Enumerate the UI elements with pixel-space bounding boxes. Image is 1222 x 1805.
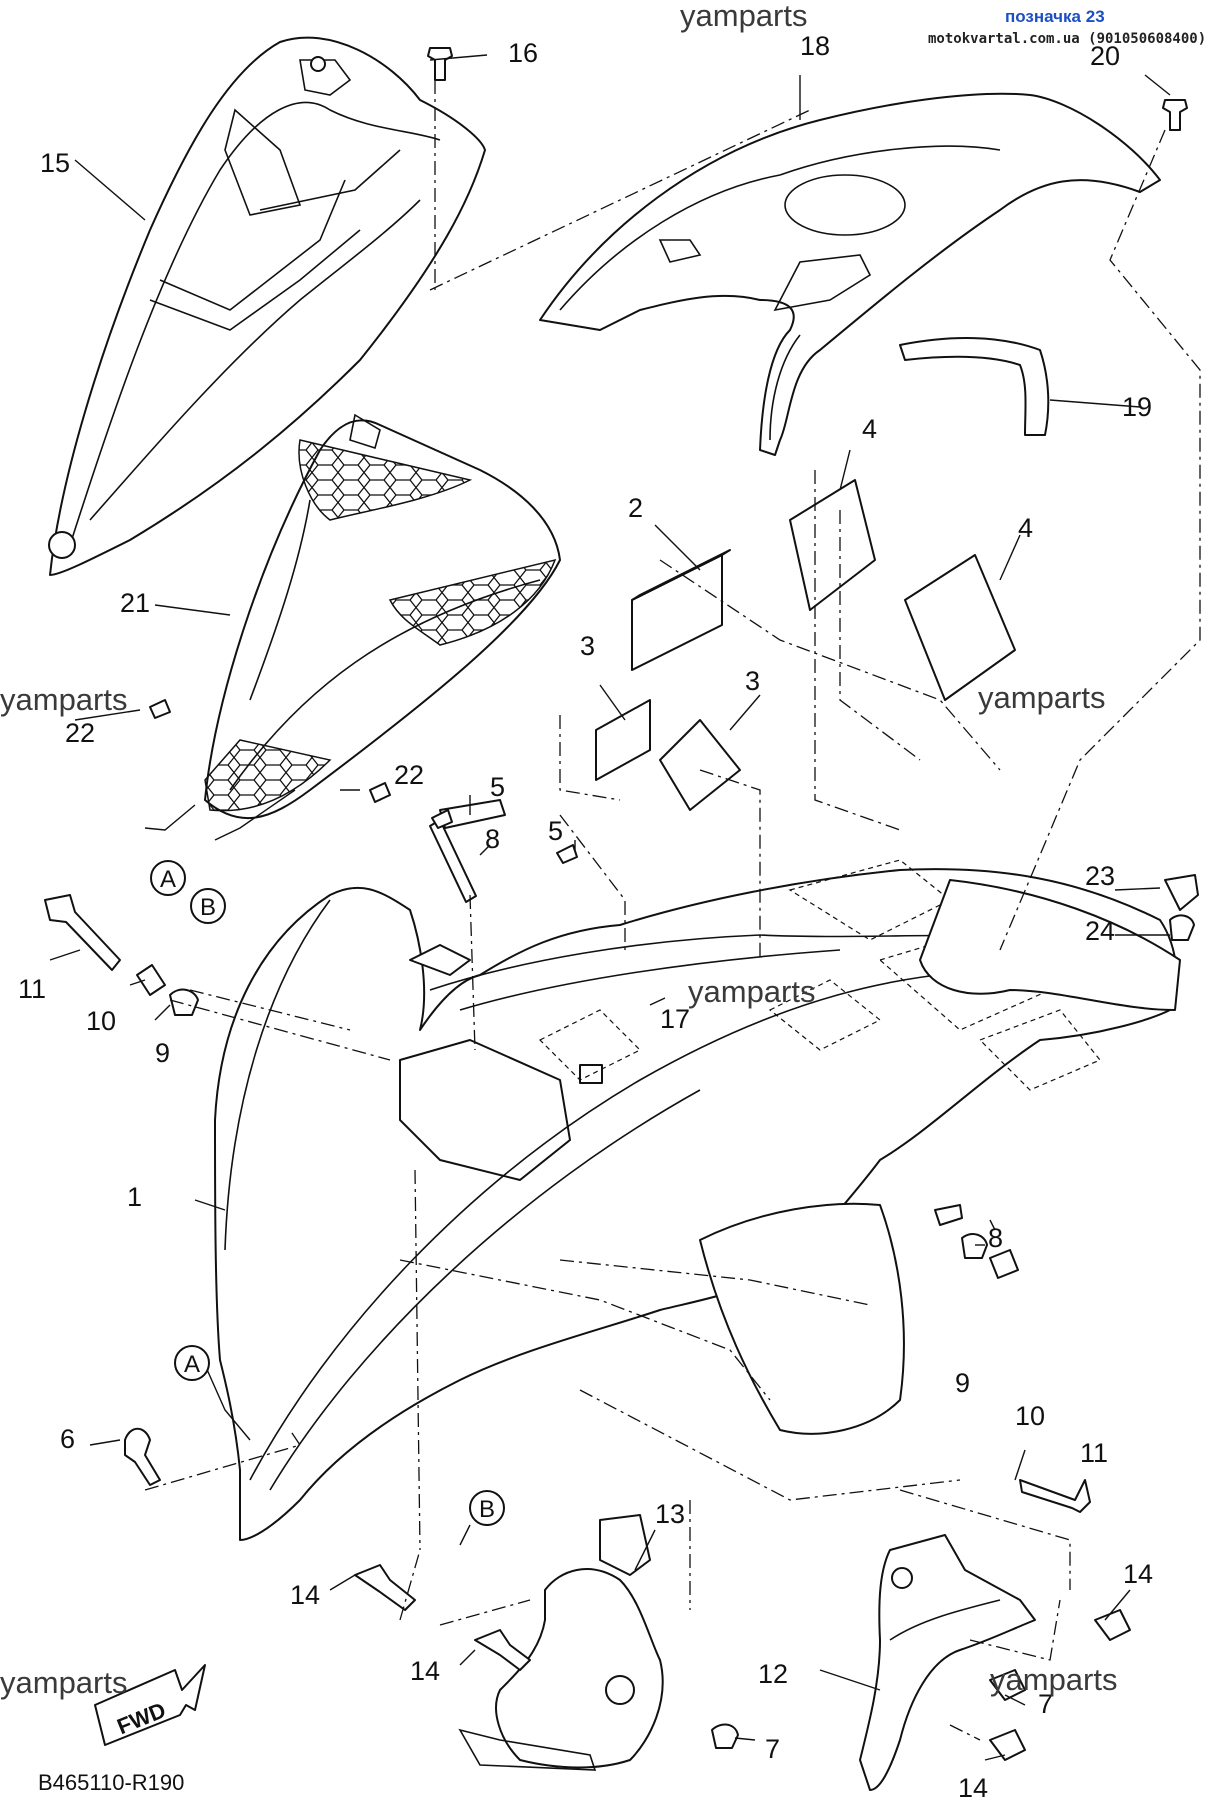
callout-1: 1 (127, 1182, 142, 1212)
side-cover-part (919, 879, 1181, 1011)
watermark-right: yamparts (978, 680, 1105, 715)
watermark-top: yamparts (680, 0, 807, 33)
ref-mark-b-top: B (190, 888, 226, 924)
strip-part (899, 337, 1050, 436)
bracket-left-part (458, 1514, 664, 1771)
callout-12: 12 (758, 1659, 788, 1689)
watermark-left: yamparts (0, 682, 127, 717)
callout-4-left: 4 (862, 414, 877, 444)
callout-5-left: 5 (490, 772, 505, 802)
callout-2: 2 (628, 493, 643, 523)
svg-text:B: B (479, 1496, 495, 1523)
callout-14-right-bottom: 14 (958, 1773, 988, 1800)
callout-14-left-top: 14 (290, 1580, 320, 1610)
svg-text:A: A (184, 1351, 200, 1378)
bracket-right-part (859, 1534, 1036, 1791)
ref-mark-a-bottom: A (174, 1345, 210, 1381)
callout-5-right: 5 (548, 816, 563, 846)
callout-17: 17 (660, 1004, 690, 1034)
callout-10-right: 10 (1015, 1401, 1045, 1431)
callout-22-right: 22 (394, 760, 424, 790)
callout-9-left: 9 (155, 1038, 170, 1068)
callout-11-right: 11 (1080, 1438, 1108, 1468)
callout-20: 20 (1090, 41, 1120, 71)
seat-cover-part (539, 92, 1161, 456)
callout-10-left: 10 (86, 1006, 116, 1036)
fasteners (44, 47, 1199, 1761)
callout-16: 16 (508, 38, 538, 68)
callout-15: 15 (40, 148, 70, 178)
diagram-code: B465110-R190 (38, 1770, 184, 1795)
callout-8-top: 8 (485, 824, 500, 854)
callout-7-right: 7 (1038, 1689, 1053, 1719)
callout-19: 19 (1122, 392, 1152, 422)
callout-13: 13 (655, 1499, 685, 1529)
callout-23: 23 (1085, 861, 1115, 891)
pads-parts (595, 479, 1016, 811)
tag-label: позначка 23 (1005, 7, 1105, 26)
callout-7-left: 7 (765, 1734, 780, 1764)
watermark-bottom-right: yamparts (990, 1662, 1117, 1697)
callout-4-right: 4 (1018, 513, 1033, 543)
svg-text:B: B (200, 894, 216, 921)
callout-8-bottom: 8 (988, 1223, 1003, 1253)
front-fender-part (214, 859, 1178, 1541)
watermark-center: yamparts (688, 974, 815, 1009)
front-cowl-part (48, 36, 486, 576)
callout-14-right-top: 14 (1123, 1559, 1153, 1589)
callout-22-left: 22 (65, 718, 95, 748)
ref-mark-a-top: A (150, 860, 186, 896)
callout-9-right: 9 (955, 1368, 970, 1398)
callout-6: 6 (60, 1424, 75, 1454)
svg-text:A: A (160, 866, 176, 893)
callout-24: 24 (1085, 916, 1115, 946)
callout-3-left: 3 (580, 631, 595, 661)
watermark-bottom-left: yamparts (0, 1665, 127, 1700)
site-label: motokvartal.com.ua (901050608400) (928, 31, 1206, 47)
ref-mark-b-bottom: B (469, 1490, 505, 1526)
front-grille-part (204, 413, 561, 820)
callout-14-left-bottom: 14 (410, 1656, 440, 1686)
callout-18: 18 (800, 31, 830, 61)
callout-11-left: 11 (18, 974, 46, 1004)
callout-3-right: 3 (745, 666, 760, 696)
callout-21: 21 (120, 588, 150, 618)
leader-lines (49, 54, 1201, 1761)
